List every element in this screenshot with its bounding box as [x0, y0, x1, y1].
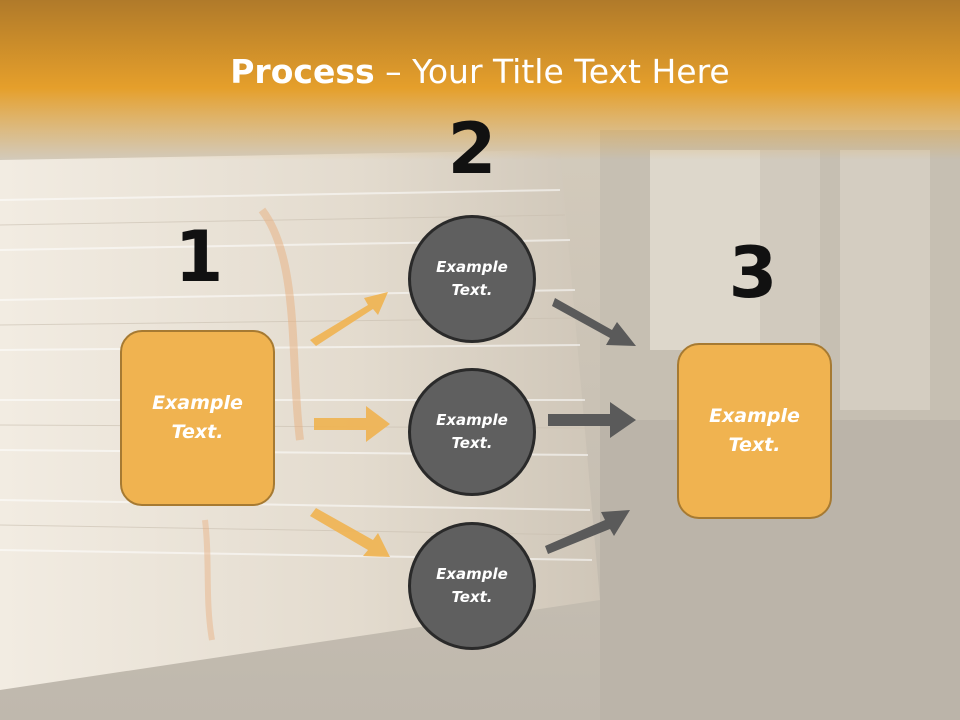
- step-number-2: 2: [447, 108, 497, 190]
- step3-box: Example Text.: [677, 343, 832, 519]
- step-number-1: 1: [174, 216, 224, 298]
- step2-text-3: Example Text.: [436, 565, 508, 606]
- step2-circle-1: Example Text.: [408, 215, 536, 343]
- arrow-gray-right: [548, 402, 636, 438]
- arrow-gray-down: [552, 298, 636, 346]
- arrow-orange-down: [310, 508, 390, 557]
- step2-text-1: Example Text.: [436, 258, 508, 299]
- step2-text-2: Example Text.: [436, 411, 508, 452]
- arrow-gray-up: [545, 510, 630, 554]
- title-rest: – Your Title Text Here: [374, 52, 730, 91]
- step2-circle-2: Example Text.: [408, 368, 536, 496]
- slide-title: Process – Your Title Text Here: [0, 52, 960, 91]
- step1-text: Example Text.: [152, 392, 243, 443]
- step-number-3: 3: [728, 232, 778, 314]
- step2-circle-3: Example Text.: [408, 522, 536, 650]
- step3-text: Example Text.: [709, 405, 800, 456]
- arrow-orange-up: [310, 292, 388, 346]
- title-bold: Process: [230, 52, 375, 91]
- arrow-orange-right: [314, 406, 390, 442]
- step1-box: Example Text.: [120, 330, 275, 506]
